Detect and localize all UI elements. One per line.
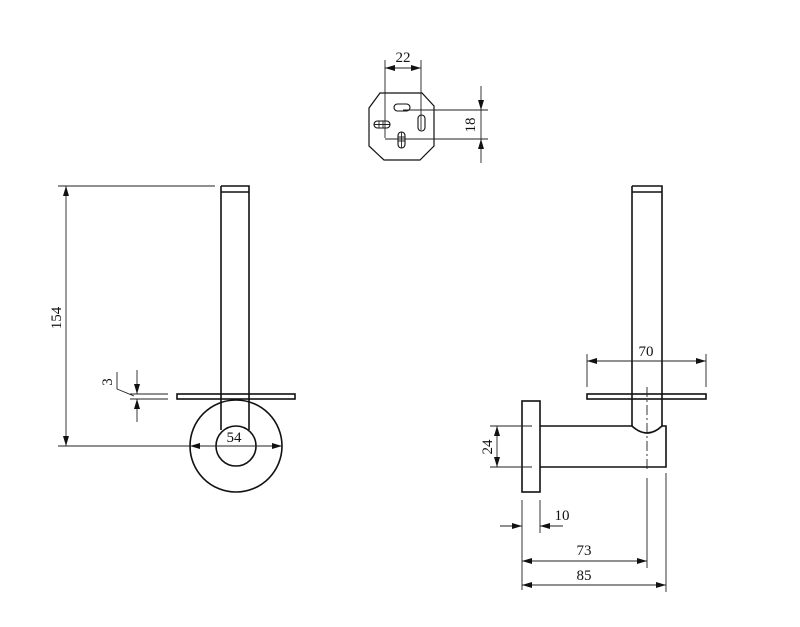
dim-label-24: 24 (480, 439, 496, 455)
plate-side (586, 393, 707, 400)
slot-horizontal (393, 103, 411, 112)
mounting-plate-outline (368, 92, 435, 161)
slot-vertical (417, 114, 426, 132)
dim-label-22: 22 (396, 50, 411, 66)
top-view: 22 18 (368, 50, 488, 163)
dim-label-73: 73 (577, 543, 592, 559)
dim-label-70: 70 (639, 344, 654, 360)
arm (540, 425, 667, 468)
side-view: 70 24 10 73 85 (480, 185, 707, 592)
front-view: 154 54 3 (49, 185, 296, 493)
post (220, 185, 250, 430)
post-side (631, 185, 663, 426)
dim-label-85: 85 (577, 568, 592, 584)
dim-label-3: 3 (100, 378, 116, 386)
dim-label-54: 54 (227, 430, 243, 446)
plate (176, 393, 296, 400)
dim-label-10: 10 (555, 508, 570, 524)
dim-label-18: 18 (463, 118, 479, 133)
wall-flange (521, 400, 541, 493)
dim-label-154: 154 (49, 306, 65, 329)
ext-lines (384, 60, 488, 140)
